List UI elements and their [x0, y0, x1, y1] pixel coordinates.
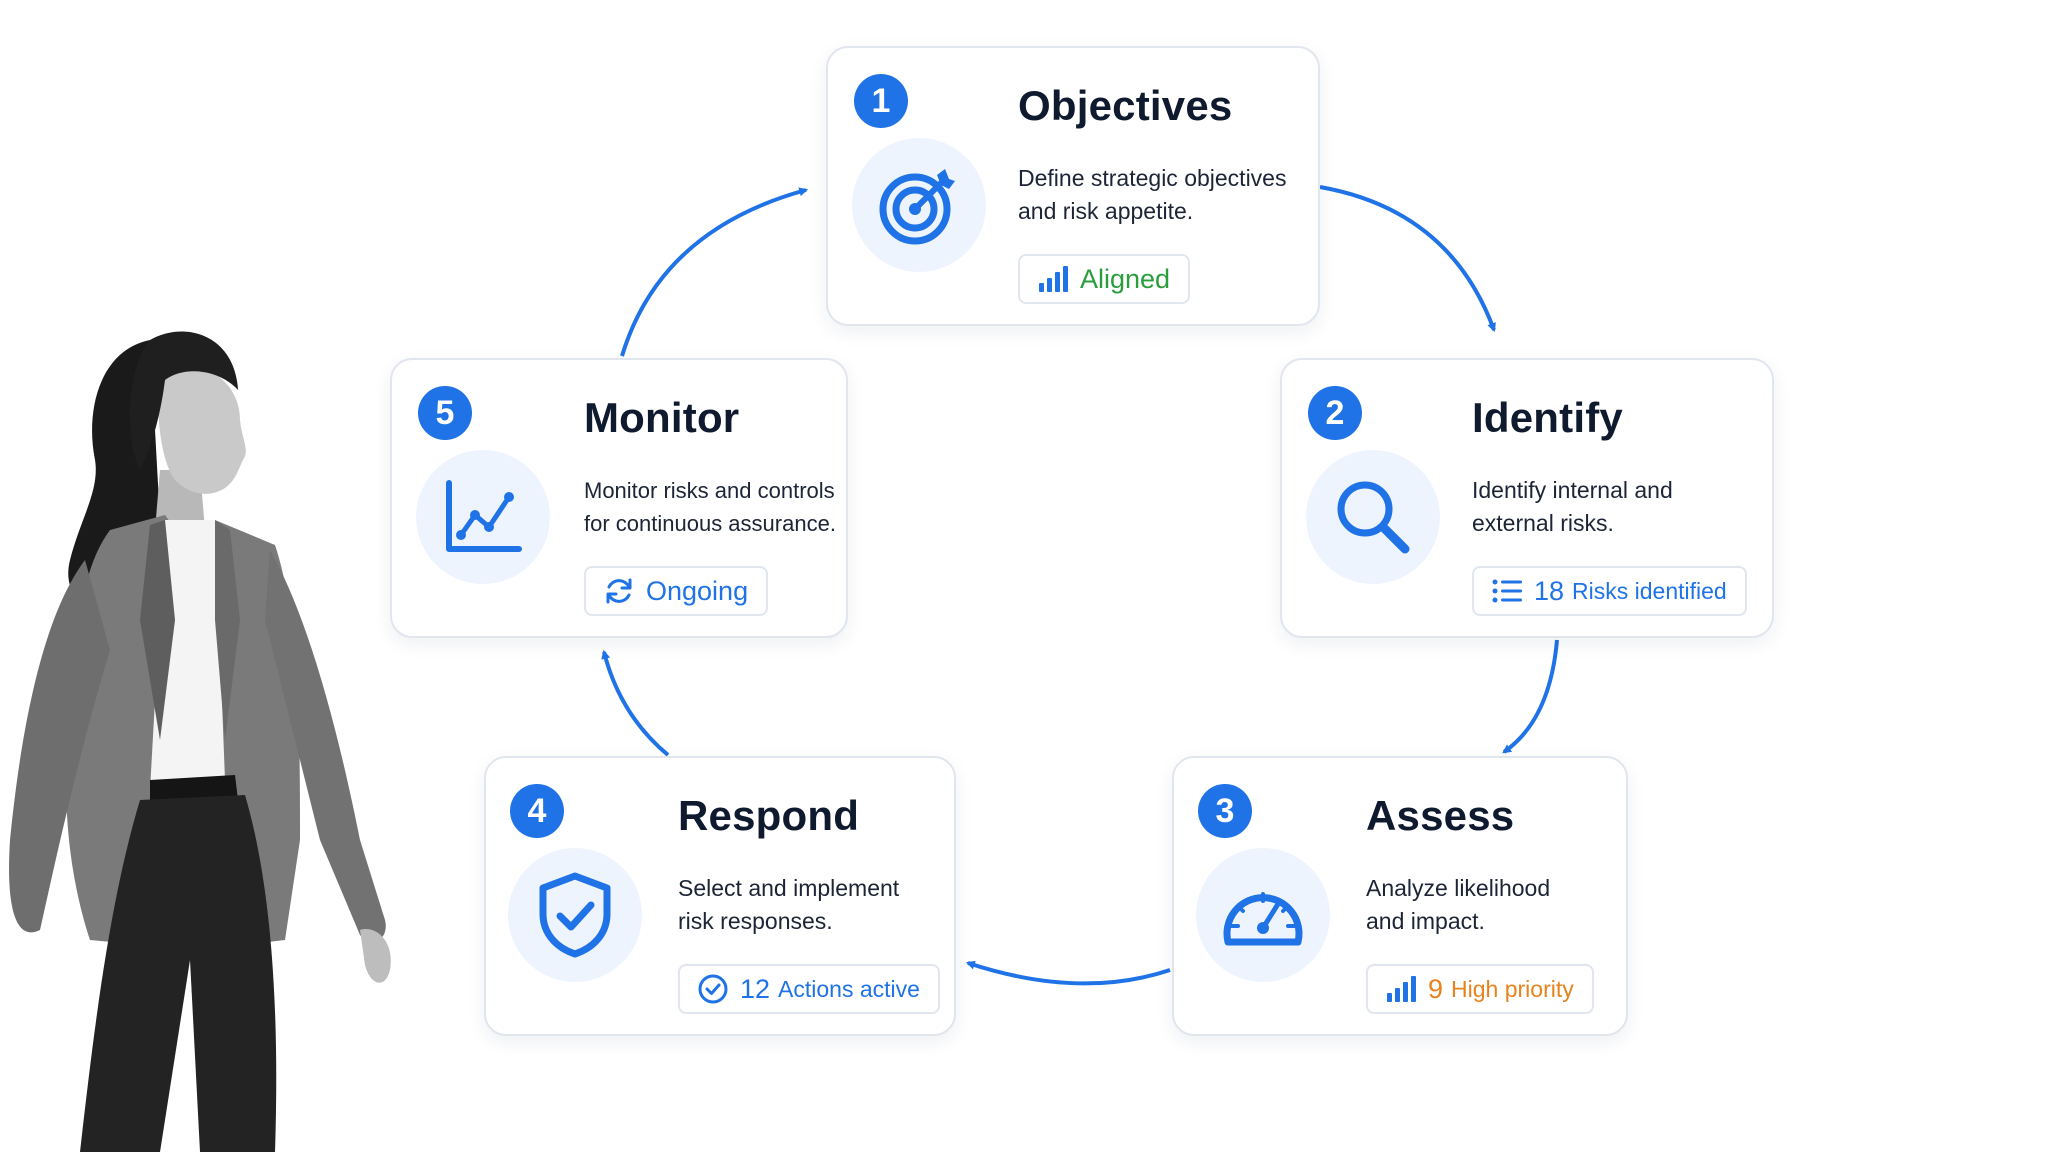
- step-card-assess[interactable]: 3 Assess Analyze likelihood and impact. …: [1172, 756, 1628, 1036]
- bar-chart-icon: [1387, 976, 1416, 1002]
- description-line: Analyze likelihood: [1366, 875, 1551, 901]
- refresh-icon: [606, 578, 632, 604]
- step-title: Assess: [1366, 792, 1515, 839]
- step-number-badge: 4: [510, 784, 564, 838]
- check-circle-icon: [698, 974, 728, 1004]
- step-title: Objectives: [1018, 82, 1233, 129]
- step-title: Respond: [678, 792, 860, 839]
- description-line: for continuous assurance.: [584, 511, 836, 536]
- step-description: Identify internal and external risks.: [1472, 474, 1762, 540]
- badge-count: 18: [1534, 575, 1565, 606]
- badge-text: Aligned: [1080, 263, 1171, 294]
- step-description: Select and implement risk responses.: [678, 872, 968, 938]
- description-line: Identify internal and: [1472, 477, 1673, 503]
- list-icon: [1492, 579, 1522, 603]
- badge-text: Risks identified: [1572, 577, 1727, 604]
- businesswoman-illustration: [9, 331, 391, 1152]
- badge-text: High priority: [1451, 975, 1574, 1002]
- step-card-identify[interactable]: 2 Identify Identify internal and externa…: [1280, 358, 1774, 638]
- description-line: external risks.: [1472, 510, 1614, 536]
- bar-chart-icon: [1039, 266, 1068, 292]
- description-line: and impact.: [1366, 908, 1485, 934]
- magnifier-icon: [1306, 450, 1440, 584]
- arrow-monitor-to-objectives: [620, 187, 809, 357]
- badge-text: Ongoing: [646, 575, 749, 606]
- step-number-badge: 1: [854, 74, 908, 128]
- description-line: Define strategic objectives: [1018, 165, 1287, 191]
- line-chart-icon: [416, 450, 550, 584]
- description-line: risk responses.: [678, 908, 833, 934]
- step-description: Define strategic objectives and risk app…: [1018, 162, 1308, 228]
- description-line: Monitor risks and controls: [584, 478, 835, 503]
- step-card-respond[interactable]: 4 Respond Select and implement risk resp…: [484, 756, 956, 1036]
- step-number-badge: 2: [1308, 386, 1362, 440]
- step-card-monitor[interactable]: 5 Monitor Monitor risks and controls for…: [390, 358, 848, 638]
- status-badge: 12 Actions active: [678, 964, 940, 1014]
- target-icon: [852, 138, 986, 272]
- status-badge: Aligned: [1018, 254, 1191, 304]
- badge-count: 12: [740, 973, 771, 1004]
- status-badge: 18 Risks identified: [1472, 566, 1747, 616]
- step-description: Analyze likelihood and impact.: [1366, 872, 1656, 938]
- step-card-objectives[interactable]: 1 Objectives Define strategic objectives…: [826, 46, 1320, 326]
- status-badge: Ongoing: [584, 566, 769, 616]
- badge-count: 9: [1428, 973, 1444, 1004]
- arrow-objectives-to-identify: [1319, 185, 1496, 333]
- step-title: Identify: [1472, 394, 1623, 441]
- status-badge: 9 High priority: [1366, 964, 1594, 1014]
- step-number-badge: 5: [418, 386, 472, 440]
- step-description: Monitor risks and controls for continuou…: [584, 474, 874, 540]
- description-line: Select and implement: [678, 875, 900, 901]
- badge-text: Actions active: [778, 975, 920, 1002]
- arrow-respond-to-monitor: [601, 649, 670, 757]
- step-title: Monitor: [584, 394, 740, 441]
- arrow-identify-to-assess: [1502, 639, 1559, 754]
- description-line: and risk appetite.: [1018, 198, 1194, 224]
- step-number-badge: 3: [1198, 784, 1252, 838]
- arrow-assess-to-respond: [965, 960, 1171, 986]
- shield-check-icon: [508, 848, 642, 982]
- gauge-icon: [1196, 848, 1330, 982]
